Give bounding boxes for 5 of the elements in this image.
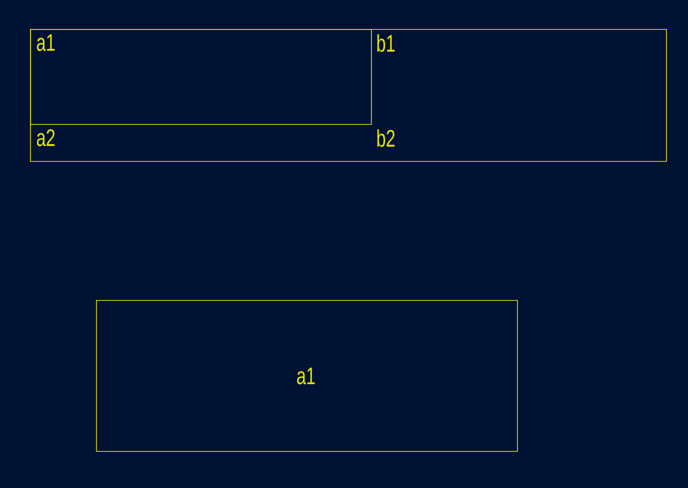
box-label: a1: [36, 34, 55, 51]
box-label: b2: [377, 129, 395, 147]
box-label: b1: [377, 34, 395, 52]
box-label: a1: [297, 368, 315, 384]
box-label: a2: [36, 129, 55, 146]
